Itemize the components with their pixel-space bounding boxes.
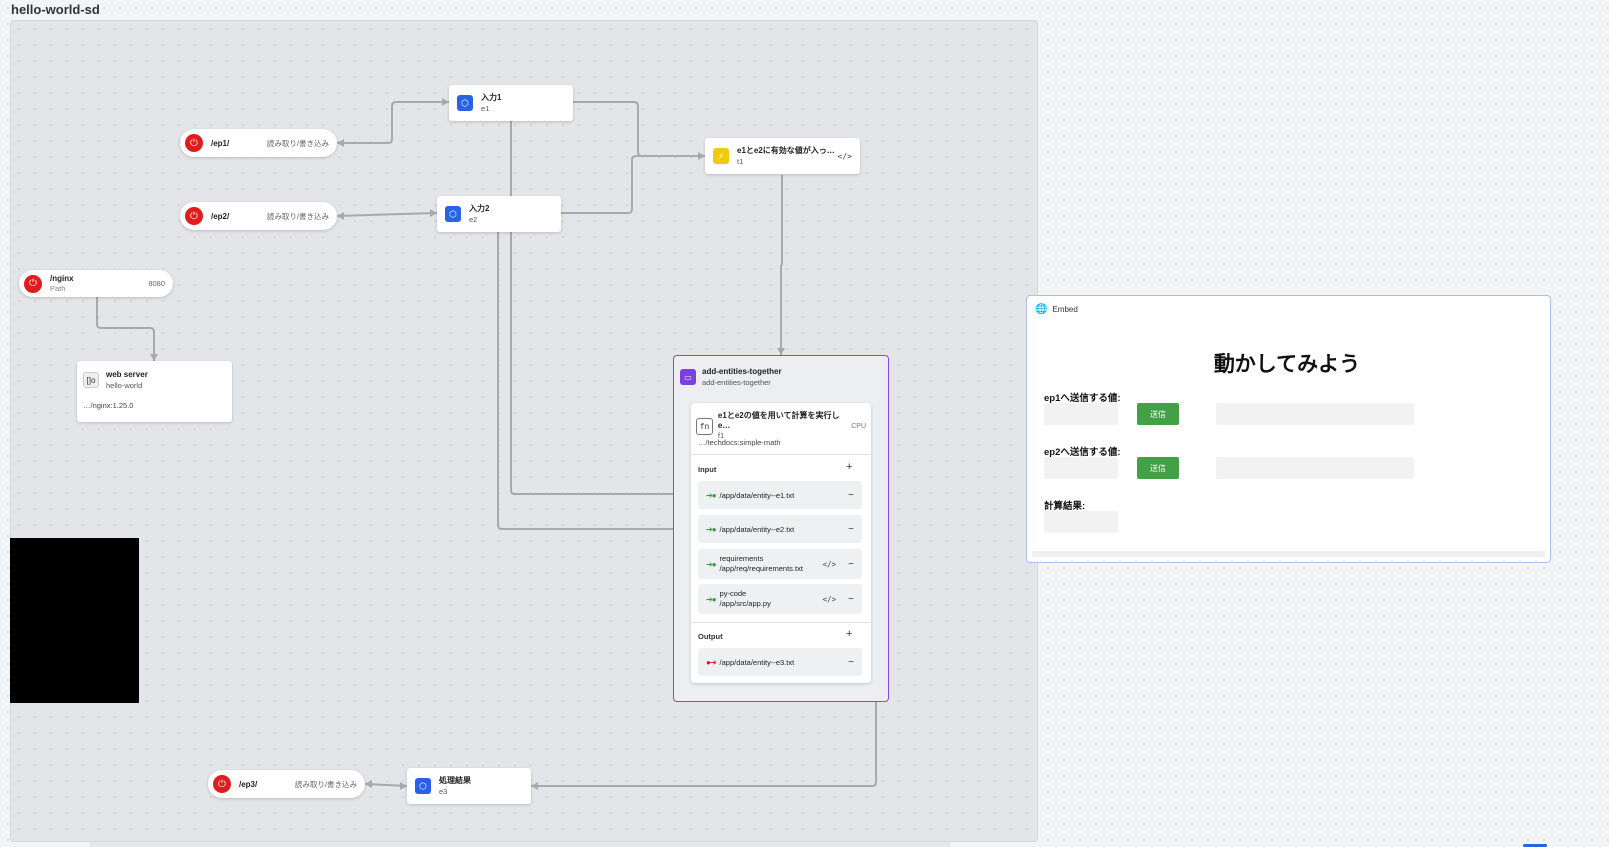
input-path: /app/data/entity--e1.txt (719, 490, 795, 500)
webserver-card[interactable]: []o web server hello-world …/nginx:1.25.… (77, 361, 232, 422)
input-row[interactable]: ➔● py-code /app/src/app.py </> − (698, 584, 862, 614)
function-image: …/techdocs:simple-math (698, 438, 781, 447)
embed-scrollbar[interactable] (1032, 551, 1545, 557)
container-icon: ▭ (680, 369, 696, 385)
endpoint-path: /ep2/ (211, 211, 230, 221)
entity-name: 入力2 (469, 204, 490, 213)
add-input-button[interactable]: + (846, 461, 853, 473)
page-title: hello-world-sd (11, 2, 100, 17)
ep1-send-button[interactable]: 送信 (1137, 403, 1179, 425)
entity-name: 処理結果 (439, 776, 471, 785)
ep1-label: ep1へ送信する値: (1044, 393, 1121, 404)
path-nginx[interactable]: ⏻ /nginx Path 8080 (19, 270, 173, 297)
output-path: /app/data/entity--e3.txt (719, 657, 795, 667)
code-icon[interactable]: </> (822, 559, 837, 569)
webserver-name: web server (106, 370, 148, 379)
trigger-t1[interactable]: ⚡ e1とe2に有効な値が入っ… t1 </> (705, 138, 860, 174)
container-sub: add-entities-together (702, 378, 771, 387)
divider (691, 622, 871, 623)
horizontal-scrollbar[interactable] (90, 842, 950, 847)
input-arrow-icon: ➔● (706, 594, 717, 604)
endpoint-access: 読み取り/書き込み (266, 211, 329, 221)
cpu-badge: CPU (851, 422, 866, 430)
input-arrow-icon: ➔● (706, 490, 717, 500)
globe-icon: 🌐 (1035, 304, 1048, 315)
entity-name: 入力1 (481, 93, 502, 102)
preview-thumbnail (10, 538, 139, 703)
endpoint-path: /ep1/ (211, 138, 230, 148)
endpoint-access: 読み取り/書き込み (294, 779, 357, 789)
power-plug-icon: ⏻ (185, 207, 203, 225)
entity-e1[interactable]: ⬡ 入力1 e1 (449, 85, 573, 121)
embed-panel[interactable]: 🌐 Embed 動かしてみよう ep1へ送信する値: 送信 ep2へ送信する値:… (1026, 295, 1551, 563)
add-output-button[interactable]: + (846, 628, 853, 640)
function-id: f1 (717, 431, 725, 440)
remove-output-button[interactable]: − (848, 656, 854, 668)
endpoint-access: 読み取り/書き込み (266, 138, 329, 148)
output-section-label: Output (698, 632, 723, 641)
input-path: /app/req/requirements.txt (719, 564, 803, 573)
input-row[interactable]: ➔● requirements /app/req/requirements.tx… (698, 549, 862, 579)
path-type: Path (50, 283, 66, 293)
input-arrow-icon: ➔● (706, 559, 717, 569)
entity-id: e3 (439, 787, 448, 796)
entity-e3[interactable]: ⬡ 処理結果 e3 (407, 768, 531, 804)
input-section-label: Input (698, 465, 717, 474)
input-name: py-code (719, 589, 747, 598)
result-output (1044, 511, 1118, 533)
power-plug-icon: ⏻ (24, 274, 42, 293)
input-path: /app/src/app.py (719, 599, 771, 608)
endpoint-ep1[interactable]: ⏻ /ep1/ 読み取り/書き込み (180, 129, 337, 157)
endpoint-path: /ep3/ (239, 779, 258, 789)
power-plug-icon: ⏻ (213, 775, 231, 793)
input-row[interactable]: ➔● /app/data/entity--e1.txt − (698, 481, 862, 509)
remove-input-button[interactable]: − (848, 593, 854, 605)
embed-heading: 動かしてみよう (1213, 353, 1361, 376)
output-arrow-icon: ●➔ (706, 657, 717, 667)
input-path: /app/data/entity--e2.txt (719, 524, 795, 534)
endpoint-ep2[interactable]: ⏻ /ep2/ 読み取り/書き込み (180, 202, 337, 230)
entity-id: e1 (481, 104, 490, 113)
code-icon[interactable]: </> (822, 594, 837, 604)
remove-input-button[interactable]: − (848, 489, 854, 501)
ep2-send-button[interactable]: 送信 (1137, 457, 1179, 479)
port-number: 8080 (148, 279, 165, 288)
ep2-input[interactable] (1044, 457, 1118, 479)
function-name: e1とe2の値を用いて計算を実行しe… (717, 411, 840, 430)
server-icon: []o (83, 372, 99, 388)
code-icon[interactable]: </> (837, 151, 852, 161)
entity-id: e2 (469, 215, 478, 224)
entity-e2[interactable]: ⬡ 入力2 e2 (437, 196, 561, 232)
power-plug-icon: ⏻ (185, 134, 203, 152)
ep1-input[interactable] (1044, 403, 1118, 425)
input-row[interactable]: ➔● /app/data/entity--e2.txt − (698, 515, 862, 543)
output-row[interactable]: ●➔ /app/data/entity--e3.txt − (698, 648, 862, 676)
ep1-response (1216, 403, 1414, 425)
ep2-response (1216, 457, 1414, 479)
ep2-label: ep2へ送信する値: (1044, 447, 1121, 458)
input-name: requirements (719, 554, 764, 563)
trigger-id: t1 (737, 157, 744, 166)
cube-icon: ⬡ (415, 778, 431, 794)
result-label: 計算結果: (1044, 501, 1086, 512)
webserver-sub: hello-world (106, 381, 143, 390)
divider (691, 454, 871, 455)
cube-icon: ⬡ (445, 206, 461, 222)
embed-title: Embed (1052, 305, 1078, 314)
container-name: add-entities-together (702, 367, 782, 376)
status-indicator (1523, 844, 1547, 847)
trigger-name: e1とe2に有効な値が入っ… (737, 146, 835, 155)
function-f1[interactable]: fn e1とe2の値を用いて計算を実行しe… f1 CPU …/techdocs… (691, 403, 871, 683)
input-arrow-icon: ➔● (706, 524, 717, 534)
webserver-image: …/nginx:1.25.0 (83, 401, 134, 410)
remove-input-button[interactable]: − (848, 523, 854, 535)
endpoint-ep3[interactable]: ⏻ /ep3/ 読み取り/書き込み (208, 770, 365, 798)
function-icon: fn (696, 417, 713, 435)
path-name: /nginx (50, 273, 74, 283)
remove-input-button[interactable]: − (848, 558, 854, 570)
cube-icon: ⬡ (457, 95, 473, 111)
lightning-icon: ⚡ (713, 148, 729, 164)
